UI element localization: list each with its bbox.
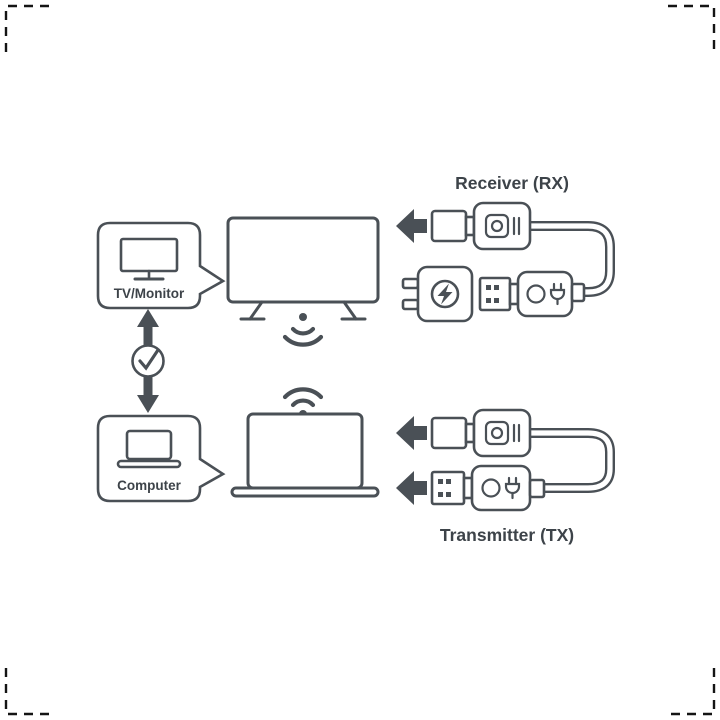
- plug-body: [549, 288, 566, 301]
- left-arrow-icon: [396, 209, 427, 243]
- power-adapter-icon: [401, 265, 474, 323]
- wifi-arc-large: [282, 387, 324, 400]
- tv-monitor-bubble-label: TV/Monitor: [114, 286, 185, 301]
- transmitter-dongle: [472, 408, 532, 458]
- laptop-screen: [246, 412, 364, 490]
- vent-lines-icon: [512, 216, 521, 236]
- usb-contact: [438, 479, 443, 484]
- receiver-assembly: [396, 201, 615, 323]
- cable-plug: [570, 282, 586, 303]
- led-window-icon: [484, 420, 510, 446]
- usb-contact: [438, 492, 443, 497]
- led-window-icon: [484, 213, 510, 239]
- usb-power-dongle: [470, 464, 546, 512]
- left-arrow-icon: [396, 471, 427, 505]
- indicator-circle-icon: [490, 426, 504, 440]
- sync-indicator: [131, 309, 165, 413]
- cable-plug: [528, 478, 546, 499]
- hdmi-plug-body: [430, 209, 468, 243]
- computer-bubble: Computer: [96, 414, 226, 503]
- corner-mark-top-left: [4, 4, 52, 52]
- laptop-illustration: [230, 412, 380, 498]
- usb-plug-body: [430, 470, 466, 506]
- hdmi-plug-icon: [430, 416, 476, 450]
- vent-lines-icon: [512, 423, 521, 443]
- tv-illustration: [226, 216, 380, 321]
- wifi-arc-small: [290, 398, 316, 408]
- wifi-arc-large: [282, 334, 324, 347]
- power-plug-icon: [504, 476, 521, 500]
- corner-marks: [4, 4, 716, 716]
- tv-screen: [226, 216, 380, 304]
- laptop-base: [230, 486, 380, 498]
- power-plug-icon: [549, 282, 566, 306]
- receiver-label: Receiver (RX): [455, 173, 569, 193]
- hdmi-plug-body: [430, 416, 468, 450]
- tv-wifi-icon: [282, 313, 324, 347]
- transmitter-assembly: [396, 408, 615, 512]
- corner-mark-bottom-left: [4, 668, 52, 716]
- indicator-circle-icon: [490, 219, 504, 233]
- laptop-icon-screen: [125, 429, 173, 461]
- laptop-icon-base: [116, 459, 182, 469]
- usb-contact: [486, 298, 491, 303]
- laptop-icon: [116, 429, 182, 469]
- checkmark-icon: [138, 348, 160, 371]
- computer-bubble-label: Computer: [117, 478, 181, 493]
- left-arrow-icon: [396, 416, 427, 450]
- lightning-circle: [430, 279, 460, 309]
- plug-body: [504, 482, 521, 495]
- adapter-prong-bottom: [401, 298, 420, 311]
- wifi-dot: [299, 313, 307, 321]
- usb-contact: [486, 285, 491, 290]
- transmitter-label: Transmitter (TX): [440, 525, 574, 545]
- usb-plug-body: [478, 276, 512, 312]
- corner-mark-bottom-right: [668, 668, 716, 716]
- tv-legs: [248, 300, 358, 321]
- usb-plug-icon: [430, 470, 474, 506]
- hdmi-plug-icon: [430, 209, 476, 243]
- receiver-dongle: [472, 201, 532, 251]
- usb-plug-icon: [478, 276, 520, 312]
- usb-contact: [446, 492, 451, 497]
- transmitter-cable-core: [529, 430, 613, 491]
- usb-contact: [446, 479, 451, 484]
- usb-contact: [494, 298, 499, 303]
- tv-monitor-bubble: TV/Monitor: [96, 221, 226, 310]
- receiver-cable-core: [529, 223, 613, 295]
- monitor-icon: [119, 237, 179, 281]
- indicator-circle-icon: [481, 478, 501, 498]
- adapter-prong-top: [401, 277, 420, 290]
- lightning-bolt-icon: [437, 283, 453, 305]
- power-dongle: [516, 270, 586, 318]
- indicator-circle-icon: [526, 284, 546, 304]
- usb-power-dongle-body: [470, 464, 532, 512]
- monitor-screen: [119, 237, 179, 273]
- usb-contact: [494, 285, 499, 290]
- wifi-arc-small: [290, 326, 316, 336]
- corner-mark-top-right: [668, 4, 716, 52]
